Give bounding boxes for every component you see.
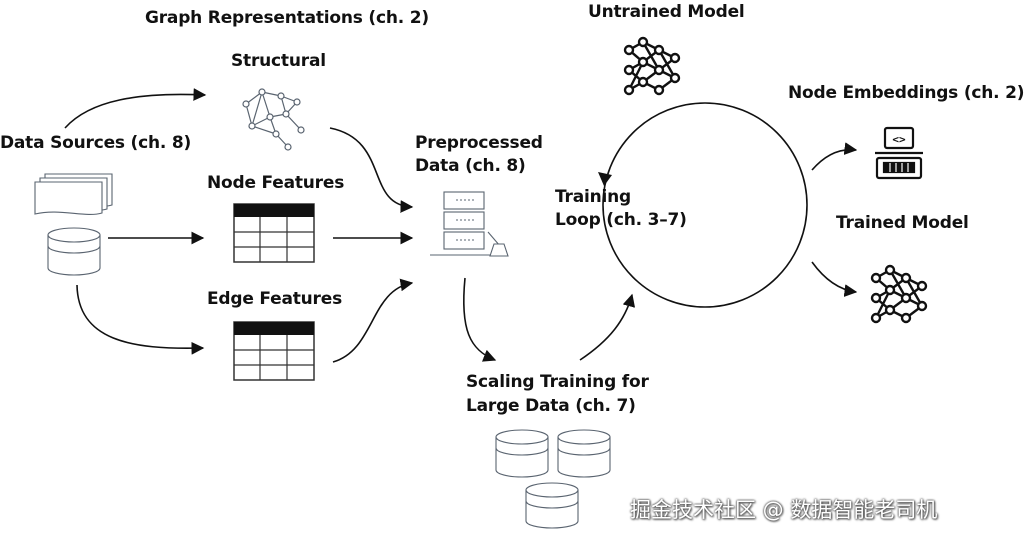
data-sources-label: Data Sources (ch. 8) <box>0 133 192 153</box>
scaling-training-label-line1: Scaling Training for <box>466 372 649 392</box>
arrow-edge-features-to-preprocessed <box>332 278 414 363</box>
svg-text:<>: <> <box>892 133 906 146</box>
arrow-structural-to-preprocessed <box>329 127 414 213</box>
node-features-label: Node Features <box>207 173 345 193</box>
arrow-sources-to-structural <box>64 88 207 129</box>
scaling-databases-icon <box>495 429 611 529</box>
trained-model-label: Trained Model <box>836 213 969 233</box>
database-icon <box>47 227 101 276</box>
trained-model-icon <box>870 264 928 324</box>
graph-network-icon <box>242 88 305 151</box>
edge-features-label: Edge Features <box>207 289 342 309</box>
arrow-loop-to-node-embeddings <box>811 142 858 171</box>
structural-label: Structural <box>231 51 326 71</box>
database-icon <box>557 429 611 478</box>
training-loop-circle <box>598 102 808 308</box>
arrow-loop-to-trained-model <box>811 261 858 297</box>
arrow-preprocessed-to-scaling <box>462 277 497 362</box>
scaling-training-label-line2: Large Data (ch. 7) <box>466 396 636 416</box>
training-loop-label-line2: Loop (ch. 3–7) <box>555 210 687 230</box>
untrained-model-icon <box>623 36 681 96</box>
database-icon <box>525 482 579 529</box>
server-icon <box>430 191 509 257</box>
graph-representations-title: Graph Representations (ch. 2) <box>145 8 429 28</box>
edge-features-table-icon <box>233 321 315 381</box>
arrow-scaling-to-loop <box>579 293 636 361</box>
training-loop-label-line1: Training <box>555 187 632 207</box>
untrained-model-label: Untrained Model <box>588 2 745 22</box>
database-icon <box>495 429 549 478</box>
preprocessed-label-line2: Data (ch. 8) <box>415 156 526 176</box>
arrows <box>64 88 858 363</box>
watermark-text: 掘金技术社区 @ 数据智能老司机 <box>630 498 938 522</box>
document-stack-icon <box>34 173 113 216</box>
node-embeddings-label: Node Embeddings (ch. 2) <box>788 83 1024 103</box>
preprocessed-label-line1: Preprocessed <box>415 133 543 153</box>
node-features-table-icon <box>233 203 315 263</box>
arrow-sources-to-edge-features <box>76 284 205 355</box>
embedding-device-icon: <> <box>875 126 923 180</box>
